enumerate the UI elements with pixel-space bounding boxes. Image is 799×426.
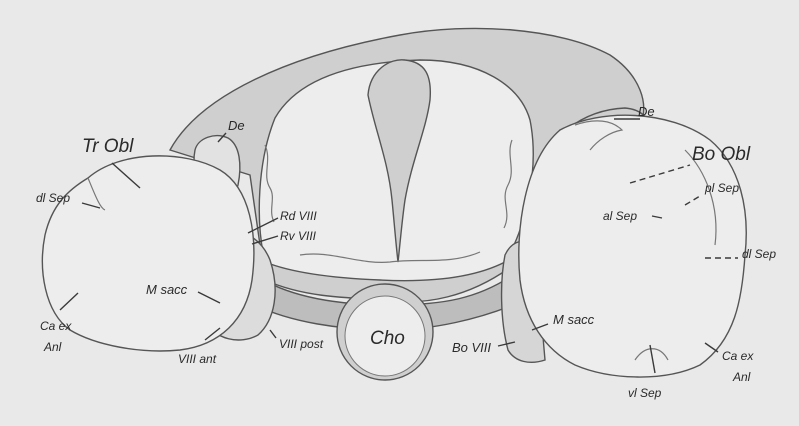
label-bo-obl: Bo Obl — [692, 144, 751, 165]
label-anl-right: Anl — [732, 370, 751, 384]
label-m-sacc-right: M sacc — [553, 312, 595, 327]
label-de-left: De — [228, 118, 245, 133]
label-vl-sep: vl Sep — [628, 386, 662, 400]
label-viii-post: VIII post — [279, 337, 324, 351]
label-anl-left: Anl — [43, 340, 62, 354]
label-de-right: De — [638, 104, 655, 119]
label-pl-sep: pl Sep — [704, 181, 739, 195]
label-dl-sep-left: dl Sep — [36, 191, 70, 205]
label-viii-ant: VIII ant — [178, 352, 217, 366]
label-bo-viii: Bo VIII — [452, 340, 491, 355]
label-rd-viii: Rd VIII — [280, 209, 317, 223]
label-tr-obl: Tr Obl — [82, 136, 134, 157]
label-ca-ex-left: Ca ex — [40, 319, 72, 333]
label-rv-viii: Rv VIII — [280, 229, 317, 243]
label-m-sacc-left: M sacc — [146, 282, 188, 297]
label-ca-ex-right: Ca ex — [722, 349, 754, 363]
label-dl-sep-right: dl Sep — [742, 247, 776, 261]
label-al-sep: al Sep — [603, 209, 637, 223]
label-cho: Cho — [370, 328, 405, 349]
